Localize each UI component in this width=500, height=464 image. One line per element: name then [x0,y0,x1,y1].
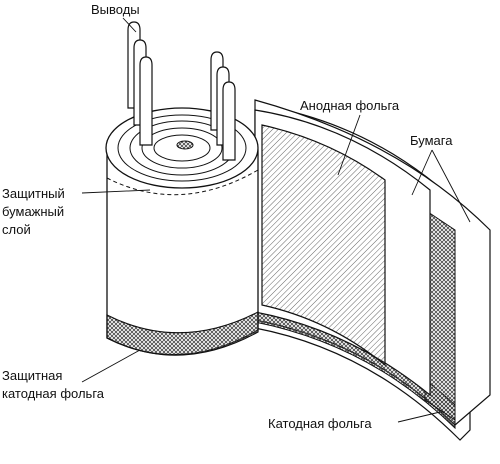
leader-lines [81,17,471,423]
leader-terminals [122,17,137,33]
terminal-right [210,51,236,161]
label-protective-paper-2: бумажный [2,204,65,219]
leader-paper-b [431,149,471,223]
winding-ring [153,134,211,162]
label-protective-paper-1: Защитный [2,186,65,201]
leader-paper-a [411,149,433,196]
leader-cathode [397,411,441,423]
label-cathode-foil: Катодная фольга [268,416,372,431]
leader-anode [337,114,361,176]
protective-cathode-band [106,311,259,356]
label-protective-cathode-2: катодная фольга [2,386,105,401]
leader-protective-cathode [81,349,141,383]
terminal-left [127,21,153,146]
winding-ring [117,114,247,182]
label-terminals: Выводы [91,2,140,17]
label-paper: Бумага [410,133,453,148]
label-protective-cathode-1: Защитная [2,368,63,383]
winding-ring [141,127,223,169]
label-protective-paper-3: слой [2,222,31,237]
winding-core [176,140,194,150]
anode-foil-sheet [261,124,386,367]
label-anode-foil: Анодная фольга [300,98,400,113]
leader-protective-paper [81,189,151,194]
